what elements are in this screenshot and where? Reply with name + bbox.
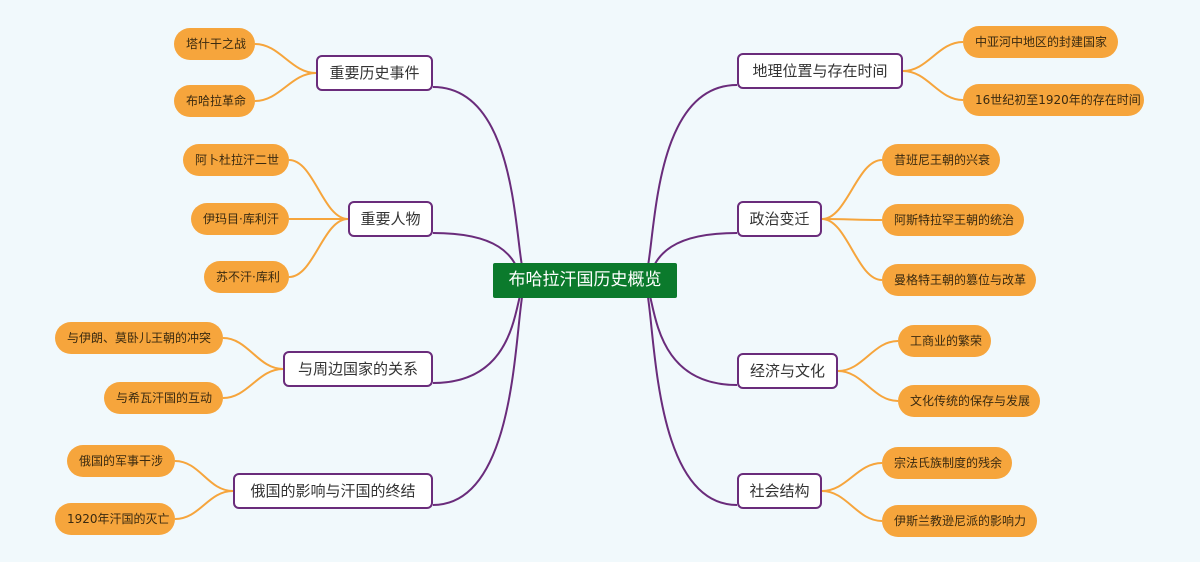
leaf-connector [174, 490, 234, 520]
branch-economy-culture[interactable]: 经济与文化 [737, 353, 838, 389]
leaf-cultural-tradition[interactable]: 文化传统的保存与发展 [898, 385, 1040, 417]
leaf-connector [837, 370, 899, 402]
leaf-manghit-dynasty[interactable]: 曼格特王朝的篡位与改革 [882, 264, 1036, 296]
branch-key-figures[interactable]: 重要人物 [348, 201, 433, 237]
leaf-shaybanid-dynasty[interactable]: 昔班尼王朝的兴衰 [882, 144, 1000, 176]
branch-historical-events[interactable]: 重要历史事件 [316, 55, 433, 91]
leaf-connector [174, 460, 234, 492]
leaf-fall-1920[interactable]: 1920年汗国的灭亡 [55, 503, 175, 535]
leaf-battle-tashkent[interactable]: 塔什干之战 [174, 28, 255, 60]
leaf-astrakhanid-dynasty[interactable]: 阿斯特拉罕王朝的统治 [882, 204, 1024, 236]
leaf-connector [821, 218, 883, 281]
leaf-connector [288, 159, 349, 220]
leaf-commerce-prosperity[interactable]: 工商业的繁荣 [898, 325, 991, 357]
leaf-connector [902, 41, 964, 72]
leaf-abdullah-khan-ii[interactable]: 阿卜杜拉汗二世 [183, 144, 289, 176]
leaf-transoxiana-feudal-state[interactable]: 中亚河中地区的封建国家 [963, 26, 1118, 58]
leaf-connector [821, 490, 883, 522]
leaf-subhan-quli[interactable]: 苏不汗·库利 [204, 261, 289, 293]
leaf-connector [222, 368, 284, 399]
leaf-existence-period[interactable]: 16世纪初至1920年的存在时间 [963, 84, 1144, 116]
leaf-connector [222, 337, 284, 370]
leaf-connector [902, 70, 964, 101]
leaf-khiva-interaction[interactable]: 与希瓦汗国的互动 [104, 382, 223, 414]
branch-social-structure[interactable]: 社会结构 [737, 473, 822, 509]
leaf-connector [821, 462, 883, 492]
leaf-bukhara-revolution[interactable]: 布哈拉革命 [174, 85, 255, 117]
leaf-connector [254, 43, 317, 74]
leaf-imam-quli-khan[interactable]: 伊玛目·库利汗 [191, 203, 289, 235]
branch-neighbor-relations[interactable]: 与周边国家的关系 [283, 351, 433, 387]
branch-geography-duration[interactable]: 地理位置与存在时间 [737, 53, 903, 89]
leaf-connector [254, 72, 317, 102]
leaf-connector [821, 218, 883, 221]
branch-political-changes[interactable]: 政治变迁 [737, 201, 822, 237]
branch-russian-influence[interactable]: 俄国的影响与汗国的终结 [233, 473, 433, 509]
leaf-russian-military-intervention[interactable]: 俄国的军事干涉 [67, 445, 175, 477]
leaf-iran-mughal-conflict[interactable]: 与伊朗、莫卧儿王朝的冲突 [55, 322, 223, 354]
root-topic[interactable]: 布哈拉汗国历史概览 [493, 263, 677, 298]
leaf-connector [821, 159, 883, 220]
leaf-sunni-islam-influence[interactable]: 伊斯兰教逊尼派的影响力 [882, 505, 1037, 537]
leaf-connector [288, 218, 349, 278]
leaf-clan-system-remnants[interactable]: 宗法氏族制度的残余 [882, 447, 1012, 479]
leaf-connector [837, 340, 899, 372]
